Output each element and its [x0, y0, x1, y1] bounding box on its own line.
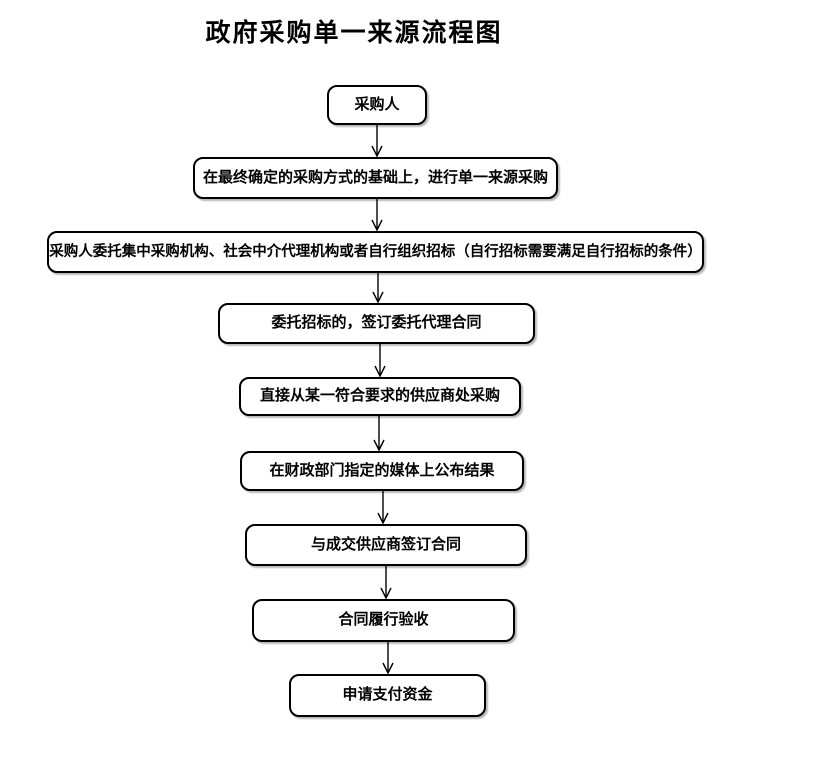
- flow-node-label: 合同履行验收: [338, 611, 429, 629]
- down-arrow-icon: [371, 199, 383, 231]
- page-title: 政府采购单一来源流程图: [205, 20, 503, 47]
- down-arrow-icon: [372, 273, 384, 303]
- flow-node-label: 委托招标的，签订委托代理合同: [271, 314, 482, 332]
- flow-node-label: 采购人: [354, 95, 400, 113]
- flow-node-direct-purchase: 直接从某一符合要求的供应商处采购: [239, 377, 521, 416]
- flow-node-label: 在最终确定的采购方式的基础上，进行单一来源采购: [202, 168, 548, 186]
- down-arrow-icon: [373, 416, 385, 451]
- flow-node-entrust-or-self-bidding: 采购人委托集中采购机构、社会中介代理机构或者自行组织招标（自行招标需要满足自行招…: [47, 231, 704, 273]
- flow-node-payment-request: 申请支付资金: [289, 674, 486, 717]
- flow-node-label: 与成交供应商签订合同: [310, 535, 461, 553]
- flow-node-label: 申请支付资金: [342, 686, 433, 704]
- flow-node-agency-contract: 委托招标的，签订委托代理合同: [218, 303, 535, 344]
- flow-node-label: 采购人委托集中采购机构、社会中介代理机构或者自行组织招标（自行招标需要满足自行招…: [49, 243, 702, 260]
- flow-node-publish-result: 在财政部门指定的媒体上公布结果: [240, 451, 524, 491]
- flow-node-purchaser: 采购人: [327, 85, 427, 125]
- flow-node-contract-acceptance: 合同履行验收: [252, 599, 515, 642]
- down-arrow-icon: [382, 642, 394, 674]
- flow-node-label: 直接从某一符合要求的供应商处采购: [259, 387, 500, 405]
- down-arrow-icon: [374, 344, 386, 377]
- flow-node-label: 在财政部门指定的媒体上公布结果: [269, 461, 495, 479]
- flow-node-single-source-basis: 在最终确定的采购方式的基础上，进行单一来源采购: [193, 157, 558, 199]
- down-arrow-icon: [377, 491, 389, 524]
- down-arrow-icon: [380, 566, 392, 599]
- flow-node-sign-contract: 与成交供应商签订合同: [245, 524, 527, 566]
- down-arrow-icon: [371, 125, 383, 157]
